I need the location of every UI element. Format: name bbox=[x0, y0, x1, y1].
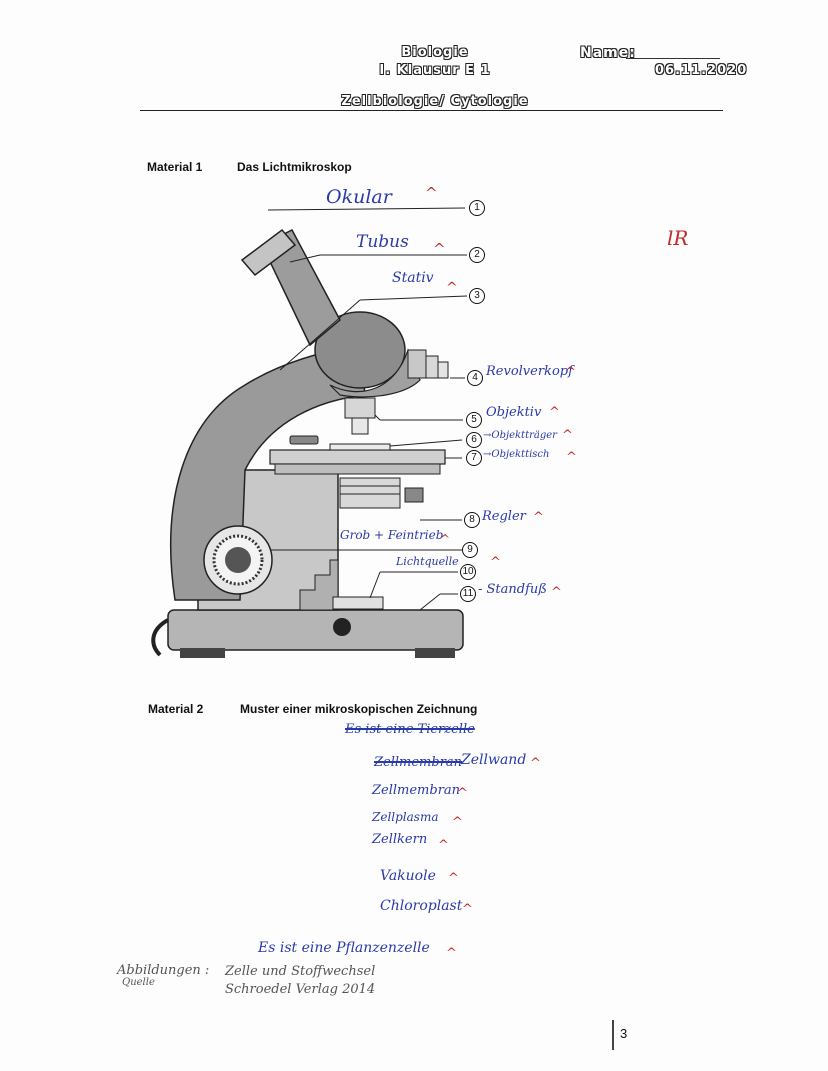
part-number-1: 1 bbox=[469, 200, 485, 216]
part-number-5: 5 bbox=[466, 412, 482, 428]
objective-1 bbox=[407, 349, 427, 379]
check-8: ^ bbox=[533, 510, 544, 525]
conclusion-check: ^ bbox=[446, 946, 457, 961]
stage-top bbox=[269, 449, 446, 465]
microscope-base bbox=[167, 609, 464, 651]
slide bbox=[329, 443, 391, 451]
answer-okular: Okular bbox=[326, 186, 392, 208]
eyepiece bbox=[240, 228, 297, 277]
check-1: ^ bbox=[425, 184, 438, 202]
fine-regulator bbox=[404, 487, 424, 503]
base-foot-right bbox=[415, 648, 455, 658]
label-zellkern: Zellkern bbox=[372, 832, 428, 847]
source-line-1: Zelle und Stoffwechsel bbox=[225, 964, 376, 979]
material2-label: Material 2 bbox=[148, 702, 204, 716]
check-6: ^ bbox=[562, 428, 573, 443]
condenser bbox=[339, 477, 401, 509]
label-zellmembran: Zellmembran bbox=[372, 783, 461, 798]
check-10: ^ bbox=[490, 555, 501, 570]
conclusion: Es ist eine Pflanzenzelle bbox=[258, 940, 430, 956]
part-number-4: 4 bbox=[467, 370, 483, 386]
material1-label: Material 1 bbox=[147, 160, 203, 174]
check-11: ^ bbox=[551, 585, 562, 600]
label-zellwand: Zellwand bbox=[461, 752, 527, 768]
objective-main bbox=[344, 397, 376, 419]
light-source bbox=[332, 596, 384, 610]
check-cell-1: ^ bbox=[530, 756, 541, 771]
part-number-3: 3 bbox=[469, 288, 485, 304]
header-divider bbox=[140, 110, 723, 111]
power-cable bbox=[151, 618, 170, 657]
answer-grob-feintrieb: Grob + Feintrieb bbox=[340, 528, 444, 542]
check-cell-5: ^ bbox=[448, 871, 459, 886]
objective-tip bbox=[351, 417, 369, 435]
check-7: ^ bbox=[566, 450, 577, 465]
source-line-2: Schroedel Verlag 2014 bbox=[225, 982, 376, 997]
part-number-2: 2 bbox=[469, 247, 485, 263]
microscope-illustration bbox=[151, 207, 468, 658]
source-label: Abbildungen : bbox=[117, 963, 210, 978]
part-number-9: 9 bbox=[462, 542, 478, 558]
answer-lichtquelle: Lichtquelle bbox=[396, 555, 459, 568]
answer-objekttisch: →Objekttisch bbox=[483, 449, 550, 460]
check-2: ^ bbox=[433, 240, 446, 258]
microscope-head bbox=[314, 311, 406, 389]
answer-standfuss: - Standfuß bbox=[478, 582, 547, 597]
check-cell-6: ^ bbox=[462, 902, 473, 917]
answer-regler: Regler bbox=[482, 509, 526, 524]
part-number-10: 10 bbox=[460, 564, 476, 580]
check-4: ^ bbox=[565, 365, 576, 380]
struck-answer: Es ist eine Tierzelle bbox=[345, 722, 475, 737]
part-number-6: 6 bbox=[466, 432, 482, 448]
check-5: ^ bbox=[549, 405, 560, 420]
answer-objekttraeger: →Objektträger bbox=[483, 430, 557, 441]
answer-stativ: Stativ bbox=[392, 270, 434, 286]
check-3: ^ bbox=[446, 280, 458, 296]
check-9: ^ bbox=[440, 532, 451, 546]
part-number-7: 7 bbox=[466, 450, 482, 466]
objective-2 bbox=[425, 355, 439, 379]
struck-label-1: Zellmembran bbox=[374, 755, 463, 770]
page-number: 3 bbox=[620, 1026, 628, 1041]
label-vakuole: Vakuole bbox=[380, 868, 436, 884]
topic-title: Zellbiologie/ Cytologie bbox=[341, 94, 529, 110]
stage-mid bbox=[274, 463, 441, 475]
label-chloroplast: Chloroplast bbox=[380, 898, 463, 914]
check-cell-3: ^ bbox=[452, 815, 463, 830]
check-cell-2: ^ bbox=[457, 786, 468, 801]
material2-title: Muster einer mikroskopischen Zeichnung bbox=[240, 702, 478, 716]
answer-revolverkopf: Revolverkopf bbox=[486, 364, 573, 379]
objective-3 bbox=[437, 361, 449, 379]
exam-title: I. Klausur E 1 bbox=[379, 63, 491, 79]
label-zellplasma: Zellplasma bbox=[372, 810, 439, 824]
base-knob bbox=[333, 618, 351, 636]
name-line bbox=[626, 58, 720, 59]
answer-tubus: Tubus bbox=[356, 232, 409, 252]
part-number-11: 11 bbox=[460, 586, 476, 602]
part-number-8: 8 bbox=[464, 512, 480, 528]
name-label: Name: bbox=[580, 45, 636, 62]
focus-knob-center bbox=[225, 547, 251, 573]
body-steps bbox=[299, 470, 339, 611]
answer-objektiv: Objektiv bbox=[486, 405, 542, 420]
base-foot-left bbox=[180, 648, 225, 658]
page-number-bar bbox=[612, 1020, 614, 1050]
grade-mark: lR bbox=[667, 226, 689, 250]
source-label-under: Quelle bbox=[122, 977, 155, 988]
exam-date: 06.11.2020 bbox=[654, 63, 748, 79]
material1-title: Das Lichtmikroskop bbox=[237, 160, 352, 174]
stage-clip bbox=[289, 435, 319, 445]
check-cell-4: ^ bbox=[438, 838, 449, 853]
subject-title: Biologie bbox=[401, 45, 469, 61]
